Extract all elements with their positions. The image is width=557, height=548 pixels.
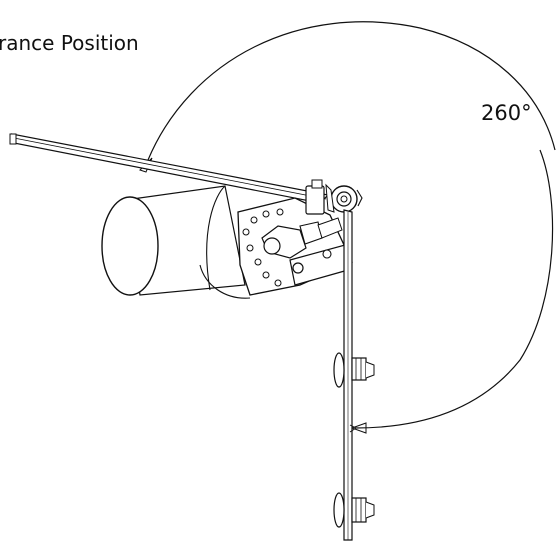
rotation-arc-lower <box>354 149 554 429</box>
bolt-lower <box>333 492 375 528</box>
position-label: rance Position <box>0 31 139 55</box>
motor-body <box>101 185 251 299</box>
angle-label: 260° <box>481 101 532 125</box>
flap-extended <box>9 133 330 204</box>
flap-vertical <box>343 209 357 541</box>
rotation-arc-upper <box>147 21 556 161</box>
arrowhead-lower-icon <box>350 422 367 434</box>
bolt-upper <box>333 352 375 388</box>
bracket-assembly <box>237 197 353 296</box>
hinge-pivot <box>305 179 363 215</box>
